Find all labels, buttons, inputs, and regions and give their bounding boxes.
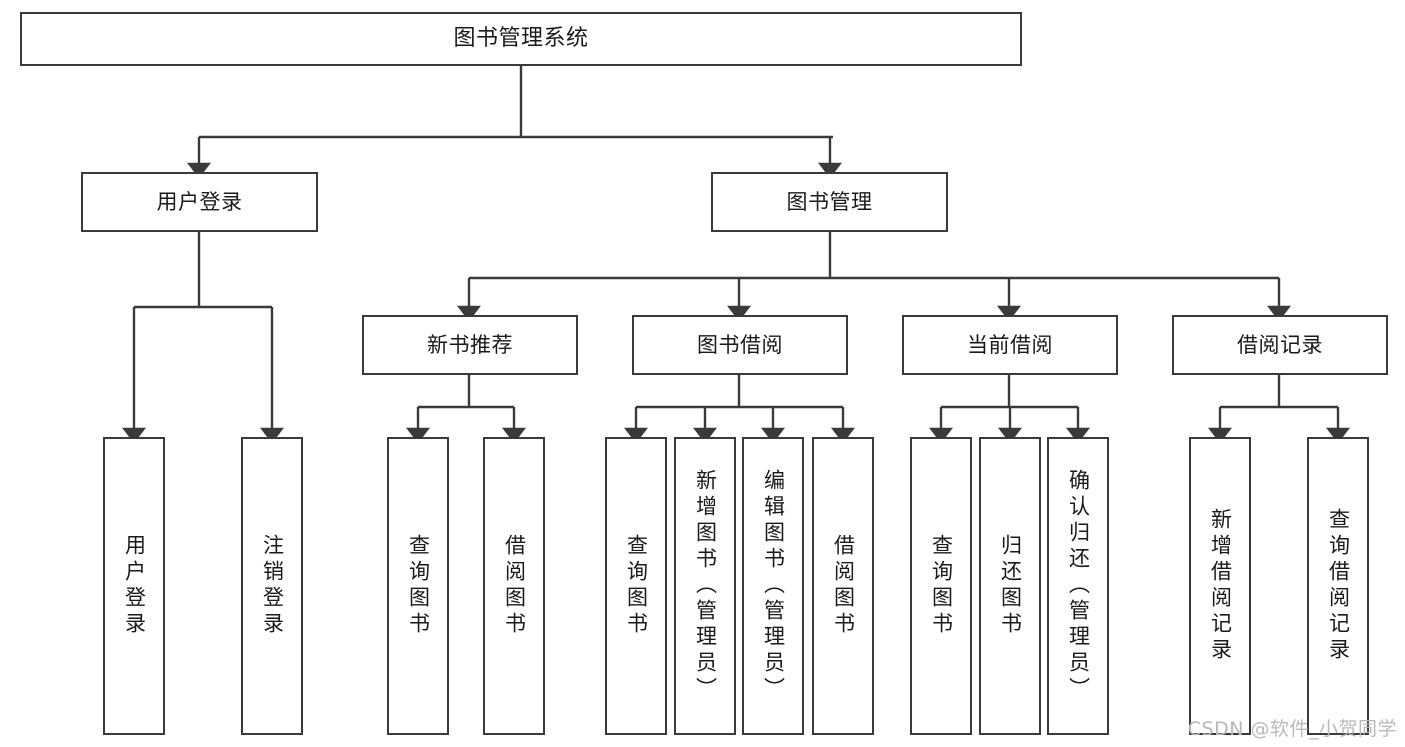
node-leaf-query-record-label: 查询借阅记录 xyxy=(1326,508,1351,664)
node-leaf-query-book-3-label: 查询图书 xyxy=(929,534,954,638)
node-leaf-add-record[interactable]: 新增借阅记录 xyxy=(1189,437,1251,735)
node-current-borrow-label: 当前借阅 xyxy=(967,332,1053,357)
node-new-book-recommend-label: 新书推荐 xyxy=(427,332,513,357)
node-book-manage[interactable]: 图书管理 xyxy=(711,172,948,232)
node-new-book-recommend[interactable]: 新书推荐 xyxy=(362,315,578,375)
node-leaf-confirm-return[interactable]: 确认归还（管理员） xyxy=(1047,437,1109,735)
node-user-login[interactable]: 用户登录 xyxy=(81,172,318,232)
node-leaf-user-login[interactable]: 用户登录 xyxy=(103,437,165,735)
node-leaf-borrow-book-1[interactable]: 借阅图书 xyxy=(483,437,545,735)
node-user-login-label: 用户登录 xyxy=(156,189,243,214)
node-book-manage-label: 图书管理 xyxy=(786,189,873,214)
node-leaf-add-book-label: 新增图书（管理员） xyxy=(693,469,718,703)
node-root-label: 图书管理系统 xyxy=(453,26,589,52)
node-leaf-edit-book-label: 编辑图书（管理员） xyxy=(761,469,786,703)
node-leaf-query-book-1-label: 查询图书 xyxy=(406,534,431,638)
node-leaf-borrow-book-2-label: 借阅图书 xyxy=(831,534,856,638)
node-leaf-edit-book[interactable]: 编辑图书（管理员） xyxy=(742,437,804,735)
node-current-borrow[interactable]: 当前借阅 xyxy=(902,315,1118,375)
node-leaf-logout-label: 注销登录 xyxy=(260,534,285,638)
node-leaf-query-book-1[interactable]: 查询图书 xyxy=(387,437,449,735)
node-book-borrow-label: 图书借阅 xyxy=(697,332,783,357)
node-leaf-query-record[interactable]: 查询借阅记录 xyxy=(1307,437,1369,735)
node-leaf-borrow-book-1-label: 借阅图书 xyxy=(502,534,527,638)
node-leaf-add-book[interactable]: 新增图书（管理员） xyxy=(674,437,736,735)
csdn-watermark: CSDN @软件_小贺同学 xyxy=(1187,718,1397,740)
node-leaf-user-login-label: 用户登录 xyxy=(122,534,147,638)
node-borrow-record-label: 借阅记录 xyxy=(1237,332,1323,357)
node-leaf-return-book[interactable]: 归还图书 xyxy=(979,437,1041,735)
node-leaf-return-book-label: 归还图书 xyxy=(998,534,1023,638)
node-leaf-confirm-return-label: 确认归还（管理员） xyxy=(1066,469,1091,703)
node-leaf-logout[interactable]: 注销登录 xyxy=(241,437,303,735)
node-leaf-query-book-2-label: 查询图书 xyxy=(624,534,649,638)
node-leaf-add-record-label: 新增借阅记录 xyxy=(1208,508,1233,664)
node-borrow-record[interactable]: 借阅记录 xyxy=(1172,315,1388,375)
node-root-book-management-system[interactable]: 图书管理系统 xyxy=(20,12,1022,66)
node-leaf-query-book-3[interactable]: 查询图书 xyxy=(910,437,972,735)
node-leaf-borrow-book-2[interactable]: 借阅图书 xyxy=(812,437,874,735)
node-book-borrow[interactable]: 图书借阅 xyxy=(632,315,848,375)
node-leaf-query-book-2[interactable]: 查询图书 xyxy=(605,437,667,735)
